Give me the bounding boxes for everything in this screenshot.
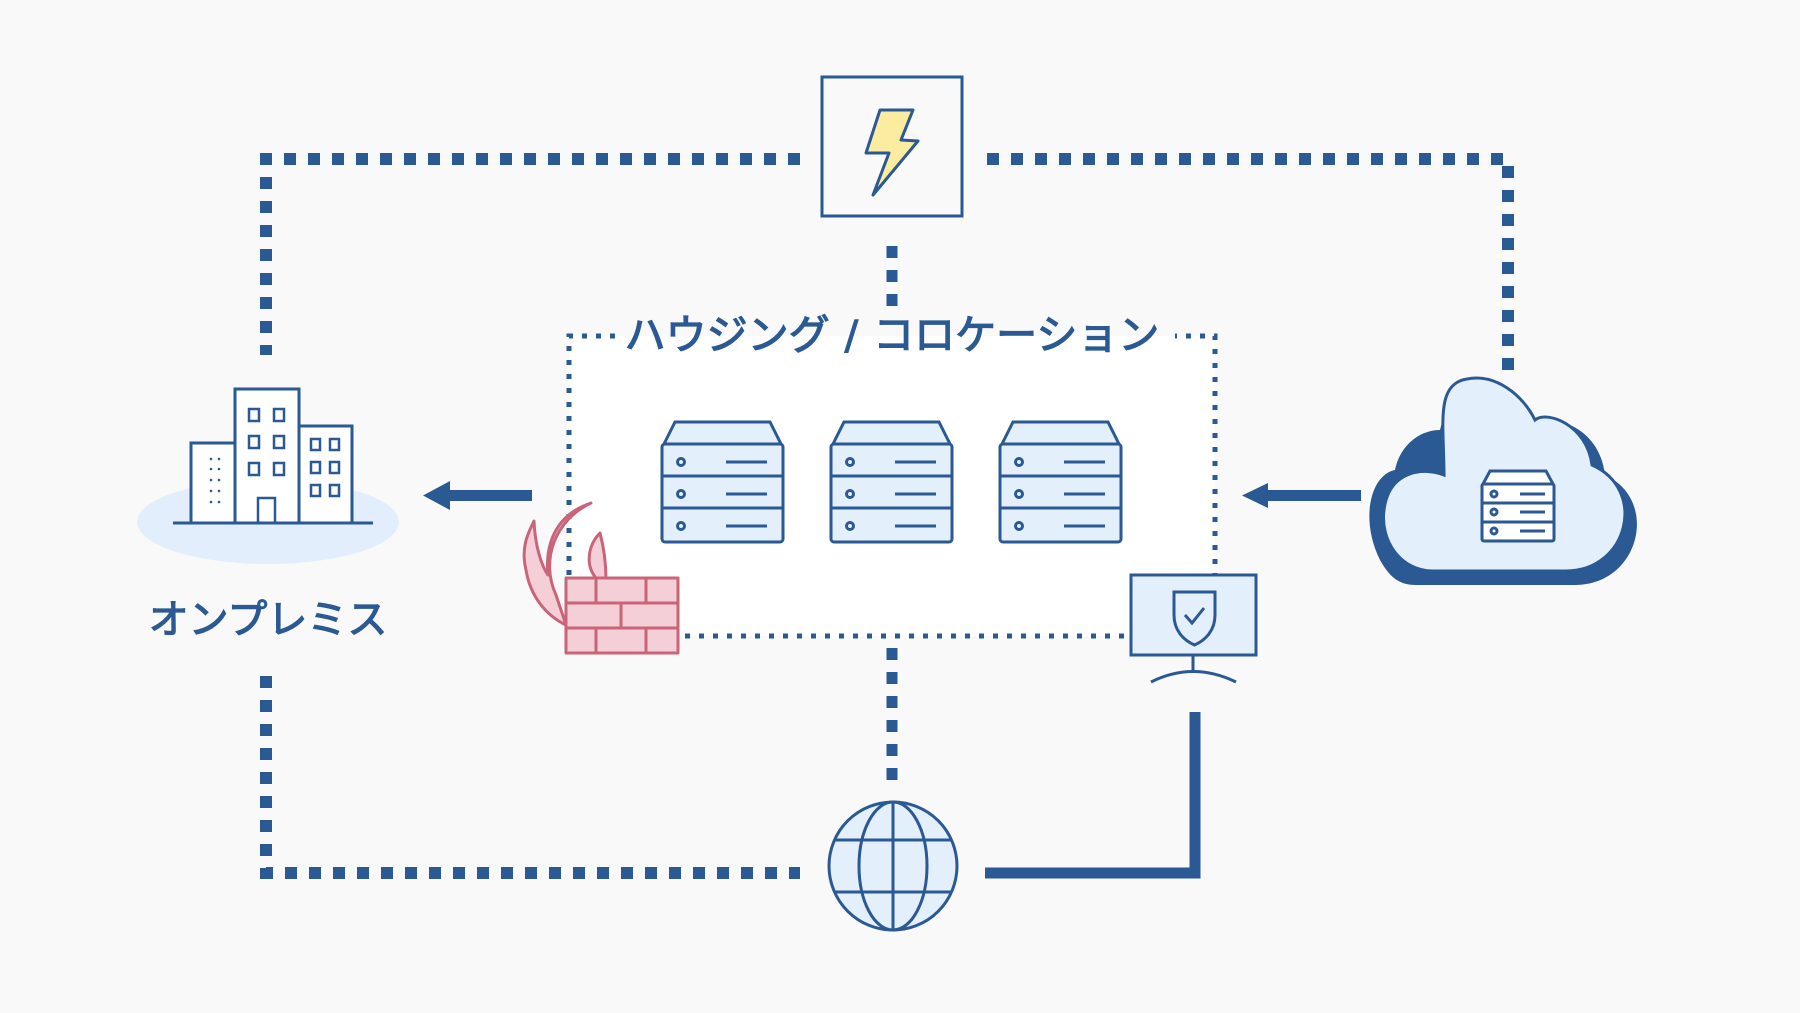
check-mark (1183, 607, 1206, 626)
connector-power-cloud (987, 153, 1514, 380)
server-body (829, 442, 954, 544)
server-top (999, 420, 1122, 446)
firewall-icon (522, 501, 680, 655)
power-node (820, 75, 964, 218)
server-led (845, 489, 855, 499)
server-body (998, 442, 1123, 544)
server-led (676, 457, 686, 467)
server-top (661, 420, 784, 446)
brick-wall (564, 576, 680, 655)
server-rack-group (660, 420, 1123, 544)
connector-onpremise-internet (260, 676, 800, 879)
server-rack-icon (660, 420, 785, 544)
server-led (845, 521, 855, 531)
colocation-title: ハウジング / コロケーション (625, 311, 1160, 359)
onpremise-label: オンプレミス (149, 597, 388, 643)
security-monitor-node (1129, 573, 1258, 684)
connector-power-onpremise (260, 153, 800, 355)
flame-shape (522, 501, 593, 627)
server-led (676, 489, 686, 499)
server-top (830, 420, 953, 446)
arrow-cloud-to-colocation (1242, 483, 1361, 508)
cloud-server-icon (1480, 469, 1556, 543)
server-rack-icon (829, 420, 954, 544)
lightning-bolt-icon (864, 108, 920, 197)
server-led (1014, 521, 1024, 531)
cloud-node (1369, 376, 1637, 585)
globe-icon (827, 800, 959, 932)
server-led (1014, 489, 1024, 499)
dotted-connectors (260, 153, 1514, 879)
server-led (1014, 457, 1024, 467)
arrow-colocation-to-onpremise (423, 481, 532, 510)
office-buildings-icon (173, 387, 373, 525)
server-body (660, 442, 785, 544)
server-rack-icon (998, 420, 1123, 544)
server-led (676, 521, 686, 531)
onpremise-node: オンプレミス (137, 387, 399, 643)
server-led (845, 457, 855, 467)
connector-internet-monitor (985, 712, 1201, 879)
